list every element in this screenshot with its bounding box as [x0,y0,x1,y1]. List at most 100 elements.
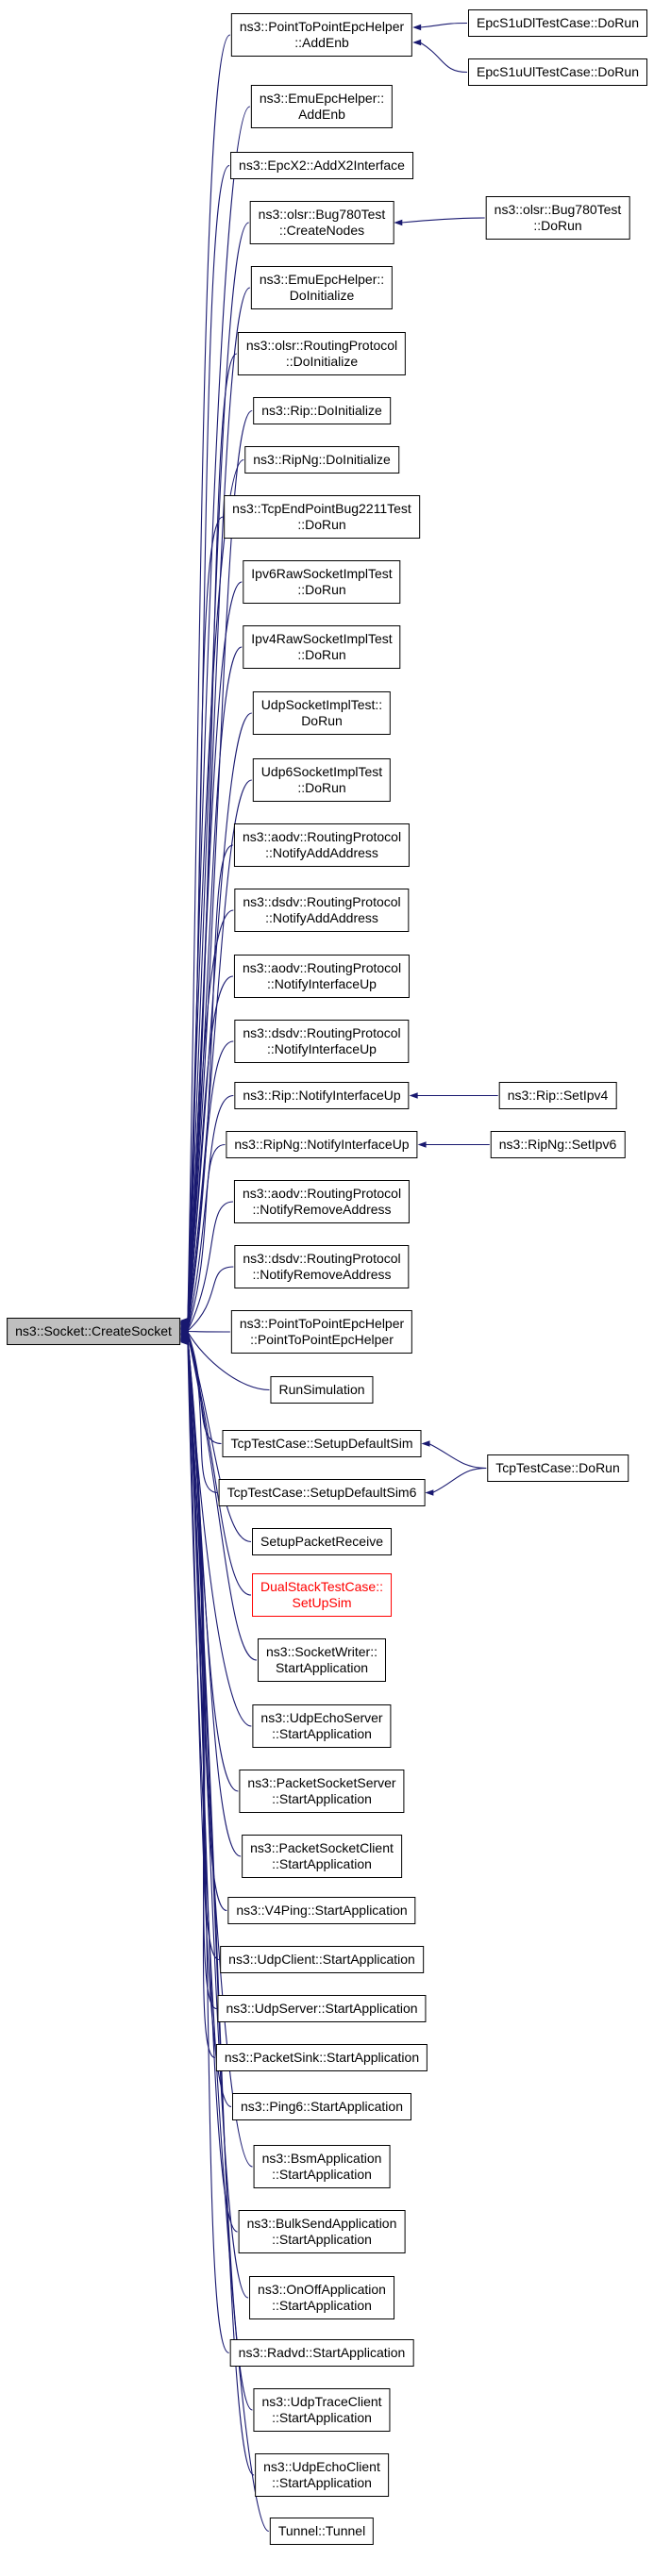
graph-node-runsimulation[interactable]: RunSimulation [270,1376,374,1404]
node-label-line: ::NotifyAddAddress [265,845,378,860]
arrowhead [179,1327,189,1334]
arrowhead [417,1141,427,1148]
graph-node-socketwriter-start[interactable]: ns3::SocketWriter::StartApplication [257,1638,387,1682]
node-label-line: ns3::dsdv::RoutingProtocol [243,894,401,909]
graph-node-bug780-dorun[interactable]: ns3::olsr::Bug780Test::DoRun [485,196,630,240]
graph-node-dsdv-notifyremove[interactable]: ns3::dsdv::RoutingProtocol::NotifyRemove… [234,1245,410,1288]
graph-node-rip-setipv4[interactable]: ns3::Rip::SetIpv4 [498,1082,617,1109]
graph-node-rip-doinit[interactable]: ns3::Rip::DoInitialize [253,397,391,424]
graph-node-emu-addenb[interactable]: ns3::EmuEpcHelper::AddEnb [250,85,394,128]
arrowhead [179,1332,189,1339]
node-label-line: EpcS1uUlTestCase::DoRun [477,64,639,79]
arrowhead [179,1338,189,1344]
graph-node-udpclient-start[interactable]: ns3::UdpClient::StartApplication [220,1946,424,1973]
graph-node-tcp-setupdefaultsim6[interactable]: TcpTestCase::SetupDefaultSim6 [218,1479,426,1506]
graph-node-dsdv-notifyadd[interactable]: ns3::dsdv::RoutingProtocol::NotifyAddAdd… [234,889,410,932]
graph-node-dualstack-setupsim[interactable]: DualStackTestCase::SetUpSim [252,1573,392,1617]
graph-node-bug780-createnodes[interactable]: ns3::olsr::Bug780Test::CreateNodes [249,201,394,244]
node-label-line: ::NotifyInterfaceUp [267,1041,377,1056]
graph-node-v4ping-start[interactable]: ns3::V4Ping::StartApplication [227,1897,416,1924]
graph-node-aodv-notifyup[interactable]: ns3::aodv::RoutingProtocol::NotifyInterf… [233,955,411,998]
call-edge [432,1467,487,1493]
arrowhead [179,1335,189,1342]
node-label-line: ns3::PacketSocketClient [250,1840,394,1855]
graph-node-packetsink-start[interactable]: ns3::PacketSink::StartApplication [215,2044,428,2071]
graph-node-tcptestcase-dorun[interactable]: TcpTestCase::DoRun [487,1454,629,1482]
node-label-line: Udp6SocketImplTest [260,764,383,779]
graph-node-udpechoserver-start[interactable]: ns3::UdpEchoServer::StartApplication [252,1704,392,1748]
call-edge [187,909,234,1328]
arrowhead [412,39,422,46]
call-edge [187,1338,217,2010]
graph-node-p2p-ctor[interactable]: ns3::PointToPointEpcHelper::PointToPoint… [230,1310,413,1354]
graph-node-epcdl-dorun[interactable]: EpcS1uDlTestCase::DoRun [468,9,647,37]
node-label-line: ns3::SocketWriter:: [265,1644,378,1659]
graph-node-aodv-notifyadd[interactable]: ns3::aodv::RoutingProtocol::NotifyAddAdd… [233,823,411,867]
graph-node-radvd-start[interactable]: ns3::Radvd::StartApplication [229,2339,414,2367]
graph-node-udpserver-start[interactable]: ns3::UdpServer::StartApplication [217,1995,427,2022]
graph-node-ripng-doinit[interactable]: ns3::RipNg::DoInitialize [244,446,399,474]
node-label-line: ::AddEnb [294,35,349,50]
node-label-line: ::StartApplication [272,2167,372,2182]
arrowhead [179,1320,189,1327]
node-label-line: ns3::aodv::RoutingProtocol [242,829,402,844]
arrowhead [179,1328,189,1335]
graph-node-udpsocket-dorun[interactable]: UdpSocketImplTest::DoRun [252,691,392,735]
arrowhead [179,1317,189,1324]
node-label-line: DoInitialize [289,288,355,303]
graph-node-ping6-start[interactable]: ns3::Ping6::StartApplication [232,2093,411,2120]
node-label-line: ns3::EmuEpcHelper:: [259,272,385,287]
graph-node-rip-notifyup[interactable]: ns3::Rip::NotifyInterfaceUp [234,1082,410,1109]
call-edge [187,1332,222,1445]
graph-node-tunnel[interactable]: Tunnel::Tunnel [269,2518,375,2545]
graph-node-udpechoclient-start[interactable]: ns3::UdpEchoClient::StartApplication [255,2453,389,2497]
graph-node-packetsocketserver-start[interactable]: ns3::PacketSocketServer::StartApplicatio… [239,1770,405,1813]
call-edge [187,34,231,1321]
node-label-line: SetUpSim [292,1595,352,1610]
node-label-line: ::DoRun [297,780,346,795]
graph-node-udp6socket-dorun[interactable]: Udp6SocketImplTest::DoRun [252,758,392,802]
node-label-line: ns3::PointToPointEpcHelper [239,1316,405,1331]
call-edge [401,217,485,224]
graph-node-onoff-start[interactable]: ns3::OnOffApplication::StartApplication [249,2276,394,2319]
node-label-line: ns3::BsmApplication [261,2151,382,2166]
graph-node-emu-doinit[interactable]: ns3::EmuEpcHelper::DoInitialize [250,266,394,309]
graph-node-tcp-setupdefaultsim[interactable]: TcpTestCase::SetupDefaultSim [222,1430,422,1457]
graph-node-packetsocketclient-start[interactable]: ns3::PacketSocketClient::StartApplicatio… [242,1835,402,1878]
graph-node-epcul-dorun[interactable]: EpcS1uUlTestCase::DoRun [468,58,647,86]
node-label-line: ns3::PacketSocketServer [247,1775,396,1790]
node-label-line: ns3::Rip::DoInitialize [261,403,382,418]
node-label-line: AddEnb [298,107,345,122]
graph-node-create-socket: ns3::Socket::CreateSocket [7,1318,180,1345]
graph-node-setuppacketreceive[interactable]: SetupPacketReceive [252,1528,392,1555]
graph-node-olsr-doinit[interactable]: ns3::olsr::RoutingProtocol::DoInitialize [237,332,407,375]
arrowhead [179,1338,189,1345]
node-label-line: ns3::EpcX2::AddX2Interface [239,158,405,173]
graph-node-bulksend-start[interactable]: ns3::BulkSendApplication::StartApplicati… [238,2210,406,2253]
arrowhead [179,1319,189,1325]
graph-node-dsdv-notifyup[interactable]: ns3::dsdv::RoutingProtocol::NotifyInterf… [234,1020,410,1063]
graph-node-ripng-setipv6[interactable]: ns3::RipNg::SetIpv6 [490,1131,626,1158]
graph-node-bsm-start[interactable]: ns3::BsmApplication::StartApplication [253,2145,391,2188]
arrowhead [179,1320,189,1327]
graph-node-udptraceclient-start[interactable]: ns3::UdpTraceClient::StartApplication [253,2388,391,2432]
call-edge [420,22,468,28]
graph-node-ipv6raw-dorun[interactable]: Ipv6RawSocketImplTest::DoRun [243,560,401,604]
graph-node-ripng-notifyup[interactable]: ns3::RipNg::NotifyInterfaceUp [226,1131,418,1158]
arrowhead [179,1334,189,1341]
node-label-line: ::CreateNodes [278,223,365,238]
node-label-line: DualStackTestCase:: [260,1579,383,1594]
arrowhead [425,1489,434,1496]
graph-node-ipv4raw-dorun[interactable]: Ipv4RawSocketImplTest::DoRun [243,625,401,669]
node-label-line: ::PointToPointEpcHelper [250,1332,394,1347]
graph-node-tcpendpoint-dorun[interactable]: ns3::TcpEndPointBug2211Test::DoRun [224,495,420,539]
call-edge [187,1266,234,1332]
arrowhead [179,1318,189,1324]
graph-node-p2p-addenb[interactable]: ns3::PointToPointEpcHelper::AddEnb [230,13,413,57]
graph-node-aodv-notifyremove[interactable]: ns3::aodv::RoutingProtocol::NotifyRemove… [233,1180,411,1223]
node-label-line: ns3::RipNg::SetIpv6 [498,1137,617,1152]
arrowhead [179,1329,189,1337]
graph-node-epcx2-addx2[interactable]: ns3::EpcX2::AddX2Interface [230,152,413,179]
node-label-line: TcpTestCase::SetupDefaultSim6 [226,1485,417,1500]
